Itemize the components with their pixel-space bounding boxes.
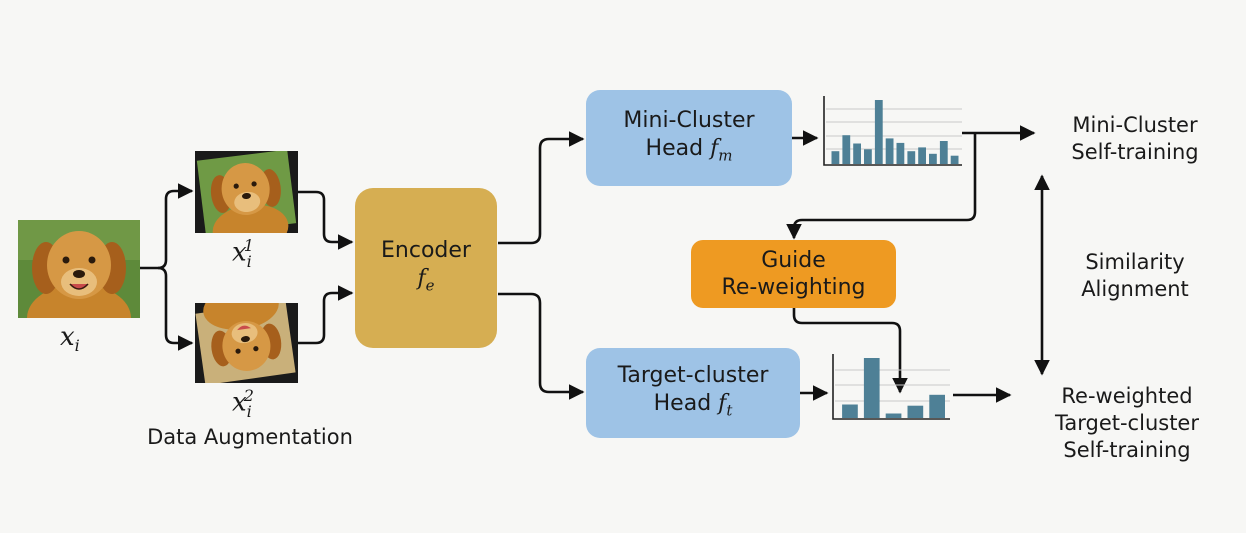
target-histogram-svg — [832, 354, 950, 420]
aug1-var-sup: 1 — [243, 236, 254, 255]
dog-photo-flipped-icon — [195, 303, 298, 383]
arrow-encoder-to-target-head — [498, 292, 585, 400]
original-var-sub: i — [74, 336, 80, 356]
mini-histogram-bar — [842, 135, 851, 164]
mini-head-symbol: fm — [710, 135, 733, 165]
arrow-mini-chart-to-guide — [786, 133, 977, 240]
original-var: x — [60, 322, 75, 352]
arrow-to-aug1 — [140, 183, 194, 270]
guide-line2: Re-weighting — [721, 275, 866, 300]
mini-histogram-bar — [939, 141, 948, 164]
mini-histogram-bar — [918, 147, 926, 164]
similarity-alignment-label: Similarity Alignment — [1040, 249, 1230, 303]
sim-line1: Similarity — [1085, 250, 1185, 274]
mini-histogram-bar — [950, 155, 959, 164]
mini-head-line2: Head fm — [646, 135, 733, 169]
arrow-aug1-to-encoder — [298, 190, 354, 250]
mini-head-line1: Mini-Cluster — [623, 107, 755, 133]
aug2-var-sup: 2 — [243, 386, 254, 405]
sim-line2: Alignment — [1081, 277, 1189, 301]
mini-histogram-bar — [853, 143, 861, 164]
target-head-symbol: ft — [718, 390, 733, 420]
target-head-line1: Target-cluster — [617, 362, 769, 388]
aug1-var-sub: i — [246, 251, 252, 271]
mini-histogram-bar — [874, 100, 883, 164]
target-histogram-bar — [929, 394, 945, 418]
mini-histogram-bar — [929, 153, 937, 164]
target-histogram-bar — [863, 358, 880, 418]
target-output-line1: Re-weighted — [1061, 384, 1193, 408]
data-augmentation-label: Data Augmentation — [147, 425, 353, 449]
mini-cluster-head-box: Mini-Cluster Head fm — [586, 90, 792, 186]
target-histogram-bar — [885, 413, 902, 418]
encoder-title: Encoder — [381, 237, 471, 263]
dog-photo-icon — [18, 220, 140, 318]
arrow-aug2-to-encoder — [298, 285, 354, 345]
encoder-symbol: fe — [417, 265, 434, 299]
mini-histogram-bar — [864, 149, 872, 164]
mini-output-line2: Self-training — [1071, 140, 1199, 164]
encoder-symbol-sub: e — [425, 276, 435, 295]
mini-cluster-histogram — [822, 96, 962, 166]
aug2-variable-label: xi2 — [232, 386, 262, 421]
aug2-var: x — [232, 387, 247, 418]
original-variable-label: xi — [60, 322, 80, 355]
target-head-word: Head — [653, 390, 712, 416]
target-histogram-bar — [842, 404, 858, 418]
aug2-var-sub: i — [246, 401, 252, 421]
aug1-variable-label: xi1 — [232, 236, 262, 271]
augmented-image-1 — [195, 151, 298, 233]
arrow-guide-to-target-chart — [792, 308, 908, 394]
target-cluster-output-label: Re-weighted Target-cluster Self-training — [1022, 383, 1232, 464]
target-head-symbol-f: f — [718, 390, 727, 416]
target-histogram-bar — [907, 405, 924, 418]
encoder-symbol-f: f — [417, 265, 426, 291]
mini-histogram-axis — [823, 96, 962, 166]
mini-histogram-bar — [896, 142, 905, 164]
dog-photo-rotated-icon — [195, 151, 298, 233]
mini-histogram-bar — [885, 138, 894, 164]
mini-histogram-bar — [907, 151, 916, 164]
target-head-symbol-sub: t — [726, 401, 733, 420]
target-histogram-axis — [832, 354, 950, 420]
mini-output-line1: Mini-Cluster — [1072, 113, 1198, 137]
aug1-var: x — [232, 237, 247, 268]
target-output-line2: Target-cluster — [1055, 411, 1199, 435]
target-head-line2: Head ft — [654, 390, 733, 424]
mini-histogram-bar — [831, 151, 840, 164]
mini-cluster-output-label: Mini-Cluster Self-training — [1040, 112, 1230, 166]
augmented-image-2 — [195, 303, 298, 383]
guide-reweighting-box: Guide Re-weighting — [691, 240, 896, 308]
target-cluster-head-box: Target-cluster Head ft — [586, 348, 800, 438]
guide-line1: Guide — [761, 248, 826, 273]
encoder-box: Encoder fe — [355, 188, 497, 348]
target-cluster-histogram — [831, 354, 950, 420]
mini-histogram-svg — [823, 96, 962, 166]
mini-head-symbol-f: f — [710, 135, 719, 161]
arrow-encoder-to-mini-head — [498, 131, 585, 245]
mini-head-word: Head — [645, 135, 704, 161]
original-image — [18, 220, 140, 318]
arrow-to-aug2 — [157, 266, 194, 351]
mini-head-symbol-sub: m — [718, 146, 733, 165]
target-output-line3: Self-training — [1063, 438, 1191, 462]
